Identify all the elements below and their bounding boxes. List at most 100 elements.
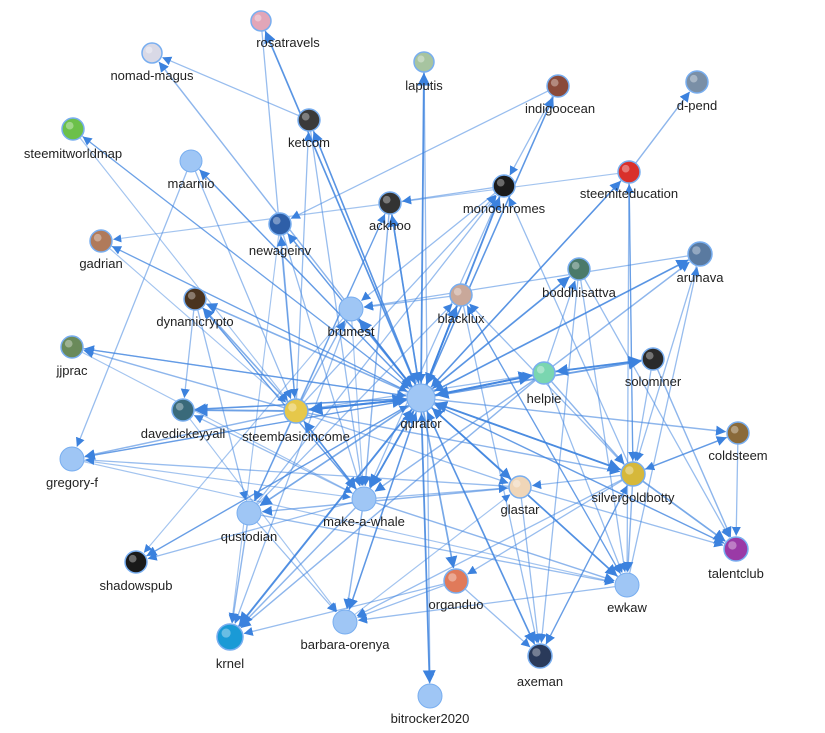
node-shadowspub[interactable]: shadowspub [100,550,173,593]
edge-laputis-to-qurator [416,71,426,383]
node-ewkaw[interactable]: ewkaw [607,572,647,615]
avatar-icon[interactable] [687,241,713,267]
node-circle[interactable] [338,296,364,322]
edge-silvergoldbotty-to-talentclub [641,480,726,542]
node-label: maarnio [168,176,215,191]
node-glastar[interactable]: glastar [500,475,540,517]
node-steemiteducation[interactable]: steemiteducation [580,160,678,201]
node-arunava[interactable]: arunava [677,241,725,285]
node-circle[interactable] [351,486,377,512]
node-circle[interactable] [332,609,358,635]
avatar-highlight [128,554,137,563]
avatar-icon[interactable] [532,361,556,385]
avatar-icon[interactable] [413,51,435,73]
node-brumest[interactable]: brumest [328,296,375,339]
node-circle[interactable] [236,500,262,526]
node-label: monochromes [463,201,546,216]
avatar-icon[interactable] [443,568,469,594]
node-gadrian[interactable]: gadrian [79,229,123,271]
node-organduo[interactable]: organduo [429,568,484,612]
avatar-highlight [93,233,102,242]
avatar-icon[interactable] [60,335,84,359]
edge-qurator-to-coldsteem [434,398,727,436]
apple-icon[interactable] [617,160,641,184]
node-d-pend[interactable]: d-pend [677,70,717,113]
avatar-icon[interactable] [183,287,207,311]
node-steembasicincome[interactable]: steembasicincome [242,398,350,444]
avatar-icon[interactable] [89,229,113,253]
avatar-icon[interactable] [546,74,570,98]
node-rosatravels[interactable]: rosatravels [250,10,320,50]
node-circle[interactable] [179,149,203,173]
node-label: brumest [328,324,375,339]
node-nomad-magus[interactable]: nomad-magus [110,42,194,83]
node-ackhoo[interactable]: ackhoo [369,191,411,233]
node-label: steembasicincome [242,429,350,444]
edge-make-a-whale-to-qurator [369,410,414,490]
avatar-icon[interactable] [508,475,532,499]
node-steemitworldmap[interactable]: steemitworldmap [24,117,122,161]
node-indigoocean[interactable]: indigoocean [525,74,595,116]
avatar-icon[interactable] [449,283,473,307]
node-circle[interactable] [417,683,443,709]
edge-steembasicincome-to-dynamicrypto [202,307,289,403]
node-ketcom[interactable]: ketcom [288,108,330,150]
node-coldsteem[interactable]: coldsteem [708,421,768,463]
avatar-icon[interactable] [61,117,85,141]
node-krnel[interactable]: krnel [216,623,244,671]
avatar-icon[interactable] [723,536,749,562]
node-jjprac[interactable]: jjprac [55,335,88,378]
node-circle[interactable] [406,383,436,413]
avatar-icon[interactable] [283,398,309,424]
avatar-icon[interactable] [268,212,292,236]
node-bitrocker2020[interactable]: bitrocker2020 [391,683,470,726]
edge-gregory-f-to-make-a-whale [83,460,351,501]
edge-shadowspub-to-qurator [144,405,408,558]
node-boddhisattva[interactable]: boddhisattva [542,257,617,300]
avatar-icon[interactable] [527,643,553,669]
avatar-icon[interactable] [250,10,272,32]
avatar-icon[interactable] [620,461,646,487]
avatar-icon[interactable] [726,421,750,445]
avatar-highlight [448,573,457,582]
node-gregory-f[interactable]: gregory-f [46,446,98,490]
node-dynamicrypto[interactable]: dynamicrypto [156,287,234,329]
avatar-highlight [496,178,505,187]
avatar-icon[interactable] [216,623,244,651]
node-label: laputis [405,78,443,93]
node-newageinv[interactable]: newageinv [249,212,312,258]
avatar-icon[interactable] [567,257,591,281]
avatar-icon[interactable] [297,108,321,132]
node-circle[interactable] [614,572,640,598]
edge-boddhisattva-to-qurator [432,275,572,389]
node-barbara-orenya[interactable]: barbara-orenya [301,609,391,652]
node-axeman[interactable]: axeman [517,643,563,689]
avatar-highlight [692,246,701,255]
node-davedickeyyall[interactable]: davedickeyyall [141,398,226,441]
avatar-icon[interactable] [641,347,665,371]
avatar-icon[interactable] [685,70,709,94]
node-maarnio[interactable]: maarnio [168,149,215,191]
node-blacklux[interactable]: blacklux [438,283,485,326]
avatar-icon[interactable] [378,191,402,215]
avatar-icon[interactable] [124,550,148,574]
node-circle[interactable] [59,446,85,472]
node-monochromes[interactable]: monochromes [463,174,546,216]
node-label: talentclub [708,566,764,581]
node-helpie[interactable]: helpie [527,361,562,406]
node-silvergoldbotty[interactable]: silvergoldbotty [591,461,675,505]
avatar-icon[interactable] [492,174,516,198]
node-laputis[interactable]: laputis [405,51,443,93]
node-make-a-whale[interactable]: make-a-whale [323,486,405,529]
edge-steembasicincome-to-qurator [306,394,407,411]
node-qurator[interactable]: qurator [400,383,442,431]
edge-steembasicincome-to-monochromes [303,194,496,403]
node-solominer[interactable]: solominer [625,347,682,389]
edge-axeman-to-qurator [426,411,536,646]
avatar-icon[interactable] [171,398,195,422]
node-talentclub[interactable]: talentclub [708,536,764,581]
edge-dynamicrypto-to-qustodian [197,309,249,501]
node-qustodian[interactable]: qustodian [221,500,277,544]
avatar-icon[interactable] [141,42,163,64]
